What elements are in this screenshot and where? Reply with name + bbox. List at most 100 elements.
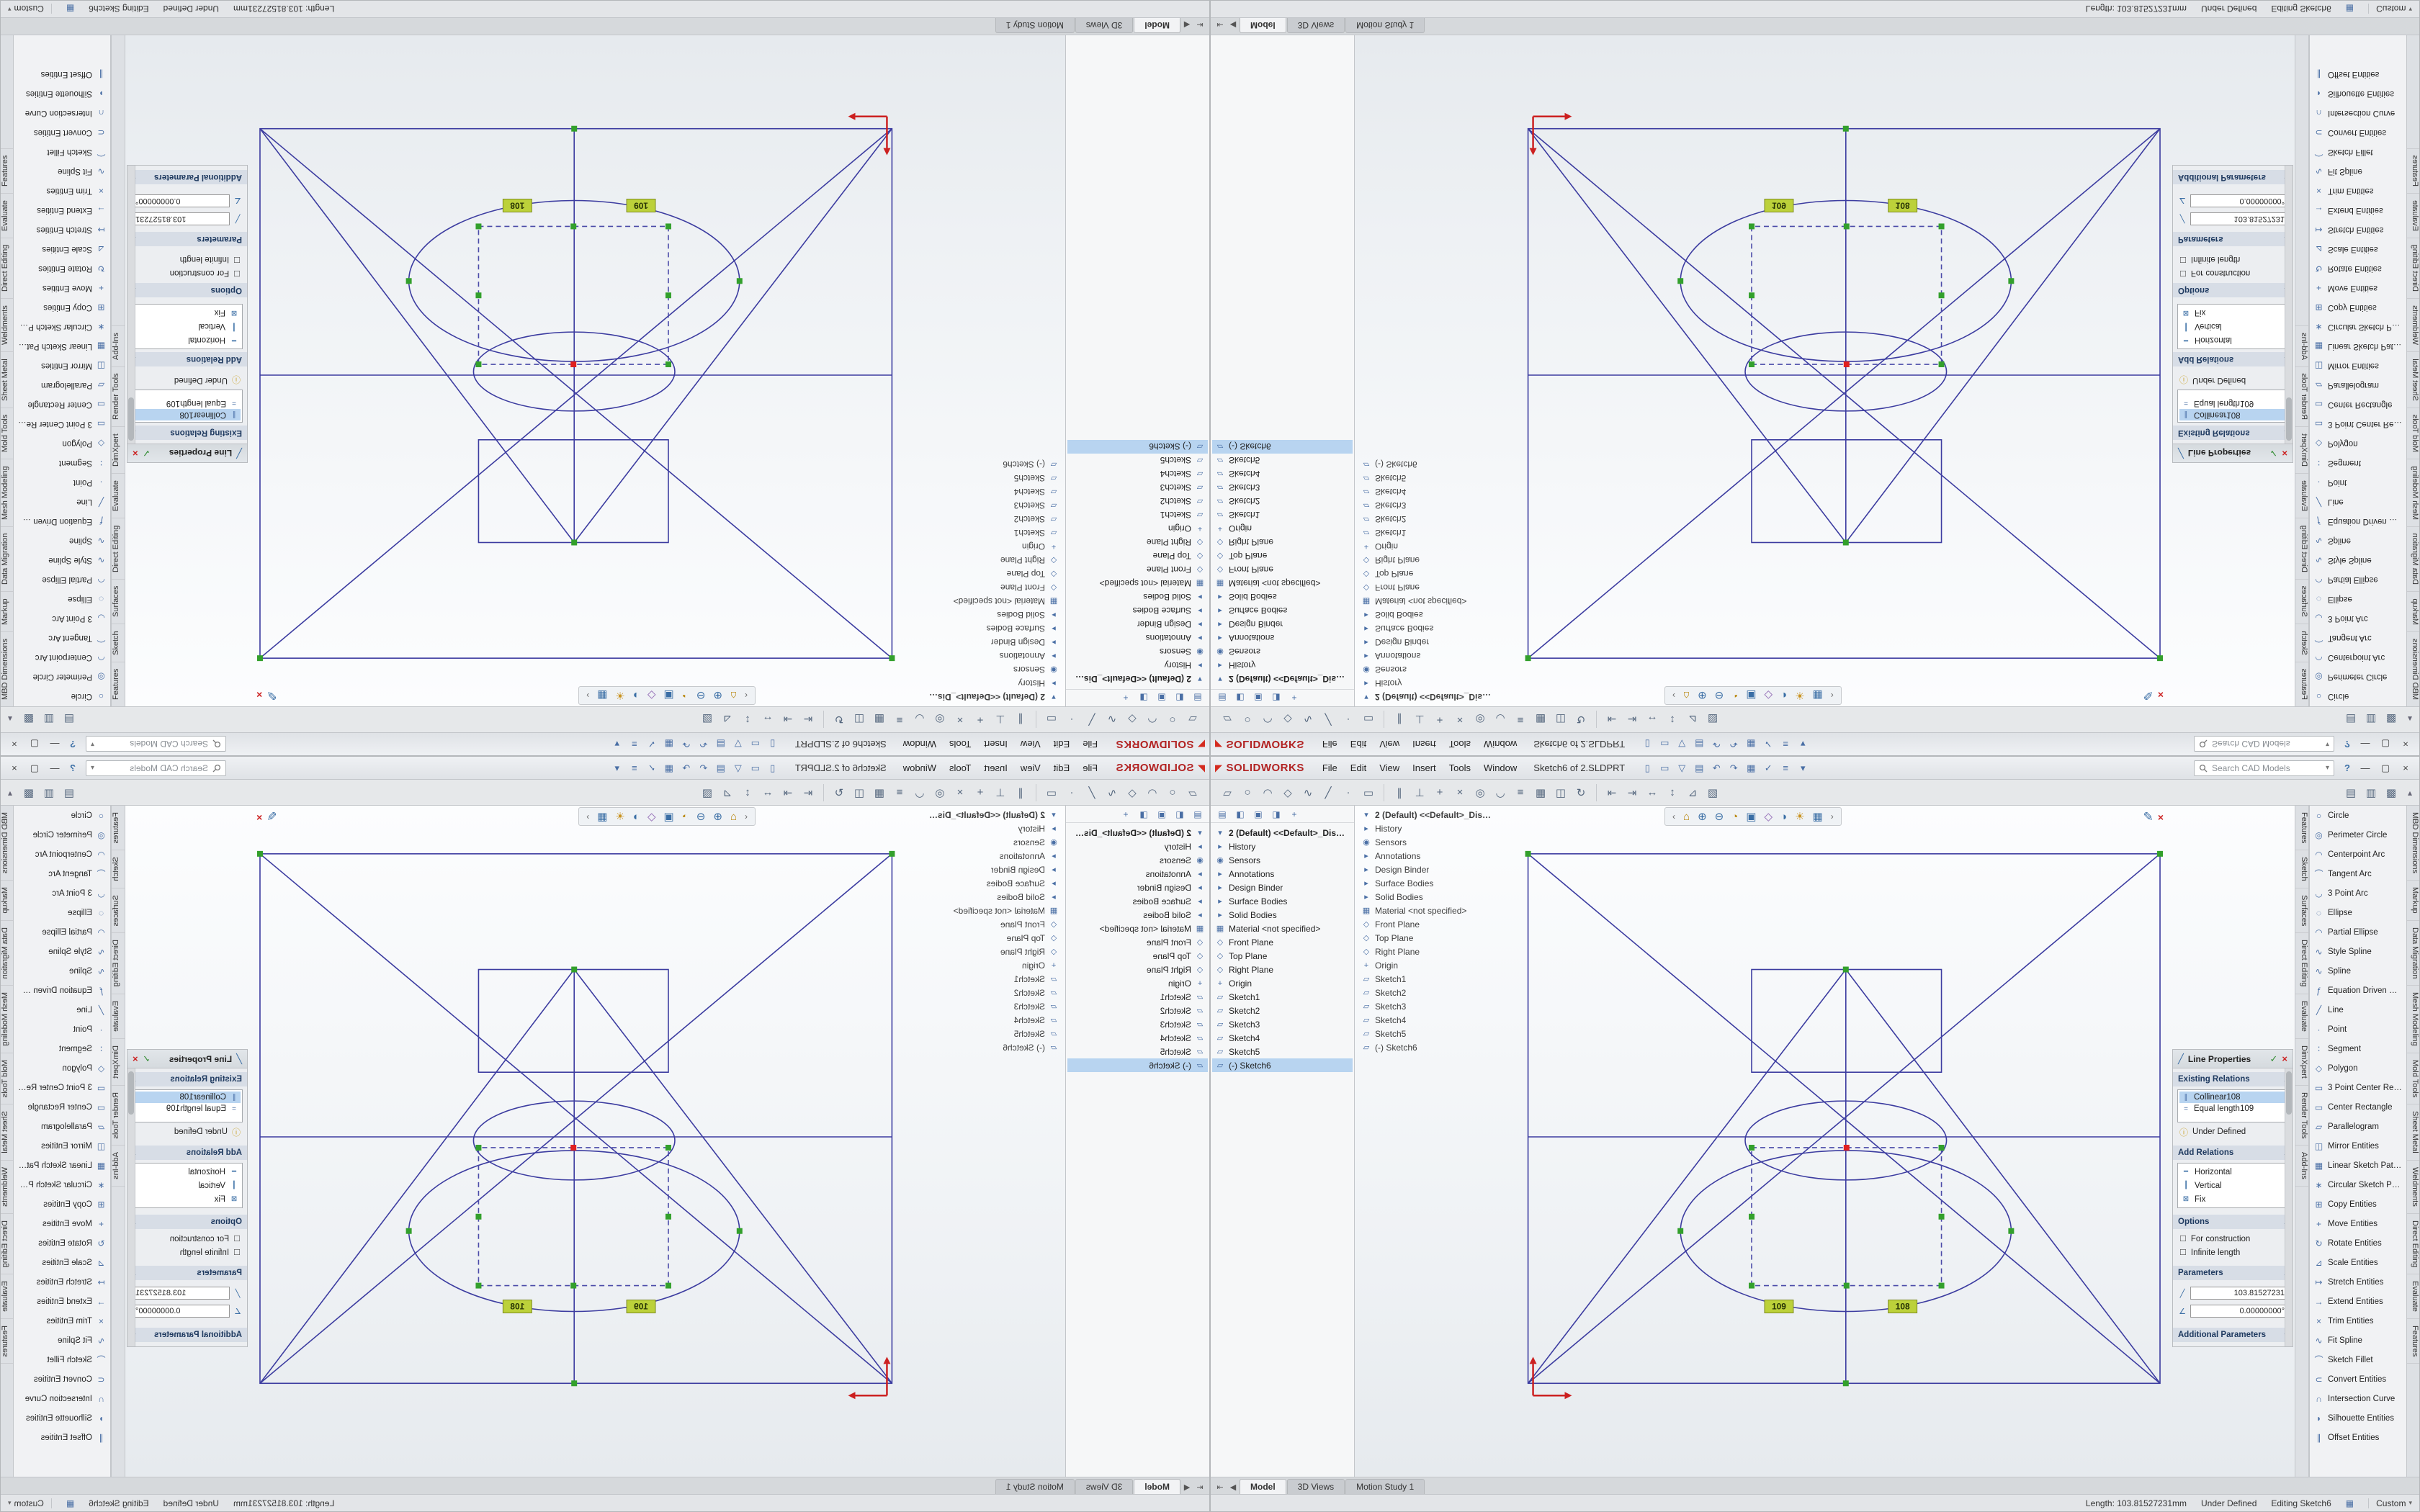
tab-motion-study-1[interactable]: Motion Study 1: [995, 1479, 1075, 1494]
tab-scroll-left-icon[interactable]: ◀: [1183, 1483, 1191, 1492]
existing-relations-header[interactable]: Existing Relations ▴: [127, 426, 247, 440]
feature-manager-tab-icon[interactable]: ◧: [1175, 693, 1184, 703]
collapse-toolbar-icon[interactable]: ▴: [8, 714, 13, 725]
toolbar-icon[interactable]: ⇤: [1607, 786, 1617, 799]
commandmanager-tab[interactable]: Add-Ins: [112, 325, 125, 366]
toolbar-icon[interactable]: ◫: [1555, 786, 1567, 799]
sketch-tool-item[interactable]: ⌒Sketch Fillet: [2310, 143, 2406, 162]
toolbar-icon[interactable]: ◎: [935, 713, 945, 726]
toolbar-icon[interactable]: ⇥: [783, 713, 793, 726]
options-header[interactable]: Options ▴: [2173, 1215, 2293, 1229]
search-dropdown-icon[interactable]: ▾: [91, 764, 95, 772]
view-toolbar-icon[interactable]: ◔: [1731, 690, 1738, 702]
view-toolbar-icon[interactable]: ⊖: [1715, 811, 1724, 822]
sketch-tool-item[interactable]: ⊞Copy Entities: [2310, 1194, 2406, 1214]
view-toolbar-icon[interactable]: ◇: [1764, 811, 1773, 822]
toolbar-icon[interactable]: ↻: [834, 713, 844, 726]
sketch-tool-item[interactable]: ◗Silhouette Entities: [2310, 1408, 2406, 1428]
commandmanager-tab[interactable]: Features: [112, 806, 125, 851]
tree-item[interactable]: ▸Design Binder: [1212, 618, 1353, 631]
sketch-tool-item[interactable]: ∗Circular Sketch Pattern: [14, 1175, 110, 1194]
toolbar-icon[interactable]: ↔: [762, 786, 774, 798]
relation-item[interactable]: ∥Collinear108: [2179, 409, 2286, 420]
menu-item-window[interactable]: Window: [1484, 762, 1518, 773]
existing-relations-header[interactable]: Existing Relations ▴: [2173, 1072, 2293, 1086]
sketch-tool-item[interactable]: ∿Spline: [14, 531, 110, 551]
toolbar-tab[interactable]: Direct Editing: [1, 1213, 13, 1275]
sketch-tool-item[interactable]: ◠Partial Ellipse: [14, 570, 110, 590]
toolbar-icon[interactable]: ▧: [702, 786, 713, 799]
view-toolbar-icon[interactable]: ▦: [1813, 811, 1823, 822]
menu-item-view[interactable]: View: [1379, 739, 1400, 750]
tree-item[interactable]: ▱Sketch5: [1212, 1045, 1353, 1058]
parameter-field[interactable]: ∠0.00000000°: [132, 1303, 243, 1319]
toolbar-icon[interactable]: ⊥: [1415, 713, 1425, 726]
sketch-tool-item[interactable]: ⌒Tangent Arc: [14, 629, 110, 648]
quick-access-icon[interactable]: ↶: [699, 739, 708, 750]
sketch-tool-item[interactable]: ○Circle: [2310, 806, 2406, 825]
flyout-tree-item[interactable]: ◉Sensors: [921, 835, 1062, 849]
sketch-slant-line[interactable]: [573, 128, 893, 543]
commandmanager-tab[interactable]: Add-Ins: [2295, 1146, 2308, 1187]
flyout-tree-item[interactable]: ▱Sketch2: [921, 513, 1062, 526]
toolbar-icon[interactable]: ▤: [63, 786, 75, 799]
flyout-tree-item[interactable]: ▱Sketch2: [1358, 513, 1499, 526]
commandmanager-tab[interactable]: Sketch: [2295, 623, 2308, 662]
quick-access-icon[interactable]: ↶: [1712, 762, 1721, 773]
graphics-area[interactable]: ‹ ⌂⊕⊖◔▣◇◑☀▦ ›: [1355, 806, 2171, 1477]
tree-item[interactable]: ▱(-) Sketch6: [1067, 440, 1208, 454]
sketch-tool-item[interactable]: ╱Line: [14, 492, 110, 512]
sketch-slant-line[interactable]: [1527, 969, 1847, 1384]
relation-item[interactable]: =Equal length109: [2179, 397, 2286, 409]
view-toolbar-icon[interactable]: ☀: [615, 690, 624, 702]
toolbar-scroll-left-icon[interactable]: ‹: [1672, 690, 1675, 701]
help-button[interactable]: ?: [2344, 762, 2350, 773]
sketch-tool-item[interactable]: ▭Center Rectangle: [14, 395, 110, 415]
status-units-dropdown[interactable]: Custom ▾: [8, 4, 52, 14]
relation-callout-109[interactable]: 109: [1764, 1300, 1794, 1313]
sketch-tool-item[interactable]: ◠Partial Ellipse: [2310, 570, 2406, 590]
option-checkbox[interactable]: ☐For construction: [132, 266, 243, 280]
flyout-tree-item[interactable]: ▱(-) Sketch6: [921, 1040, 1062, 1054]
pm-cancel-button[interactable]: ×: [133, 448, 138, 459]
sketch-diagonal-line[interactable]: [259, 128, 892, 659]
sketch-tool-item[interactable]: ╱Line: [2310, 1000, 2406, 1020]
toolbar-icon[interactable]: ⊿: [1688, 713, 1698, 726]
sketch-tool-item[interactable]: →Extend Entities: [14, 201, 110, 220]
toolbar-scroll-right-icon[interactable]: ›: [1830, 690, 1834, 701]
sketch-tool-item[interactable]: ◠Partial Ellipse: [2310, 922, 2406, 942]
toolbar-icon[interactable]: ↕: [745, 786, 750, 798]
sketch-tool-item[interactable]: ⊂Convert Entities: [2310, 123, 2406, 143]
quick-access-icon[interactable]: ▤: [1695, 739, 1704, 750]
toolbar-tab[interactable]: Data Migration: [2407, 526, 2419, 592]
parameter-field[interactable]: ∠0.00000000°: [2177, 1303, 2288, 1319]
toolbar-tab[interactable]: Weldments: [2407, 298, 2419, 352]
menu-item-file[interactable]: File: [1322, 762, 1337, 773]
sketch-diagonal-line[interactable]: [1528, 128, 2161, 659]
sketch-tool-item[interactable]: ◠Centerpoint Arc: [2310, 845, 2406, 864]
tab-model[interactable]: Model: [1240, 1479, 1286, 1494]
sketch-tool-item[interactable]: ◗Silhouette Entities: [14, 84, 110, 104]
menu-item-file[interactable]: File: [1322, 739, 1337, 750]
toolbar-icon[interactable]: ×: [956, 786, 964, 798]
relation-item[interactable]: ∥Collinear108: [134, 1092, 241, 1103]
sketch-ellipse-small[interactable]: [472, 1100, 676, 1181]
add-relation-button[interactable]: ┃Vertical: [2179, 1179, 2286, 1192]
sketch-tool-item[interactable]: ∥Offset Entities: [2310, 65, 2406, 84]
tree-item[interactable]: ▸Surface Bodies: [1067, 894, 1208, 908]
parameter-field[interactable]: ╱103.81527231: [132, 1285, 243, 1301]
sketch-canvas[interactable]: 109 108: [1355, 35, 2171, 706]
feature-manager-tab-icon[interactable]: ◨: [1272, 693, 1281, 703]
sketch-tool-item[interactable]: ◗Silhouette Entities: [2310, 84, 2406, 104]
toolbar-tab[interactable]: MBD Dimensions: [2407, 631, 2419, 706]
flyout-tree-item[interactable]: ▾2 (Default) <<Default>_Display State 1>: [1358, 690, 1499, 704]
quick-access-icon[interactable]: ↷: [1729, 739, 1738, 750]
sketch-tool-item[interactable]: ∿Fit Spline: [14, 162, 110, 181]
parameter-field[interactable]: ╱103.81527231: [2177, 1285, 2288, 1301]
tab-scroll-start-icon[interactable]: ⇤: [1216, 20, 1224, 29]
commandmanager-tab[interactable]: Render Tools: [112, 1085, 125, 1146]
toolbar-icon[interactable]: ▩: [2385, 786, 2397, 799]
view-toolbar-icon[interactable]: ⌂: [730, 690, 737, 702]
quick-access-icon[interactable]: ▤: [716, 739, 725, 750]
toolbar-icon[interactable]: ·: [1070, 714, 1074, 726]
